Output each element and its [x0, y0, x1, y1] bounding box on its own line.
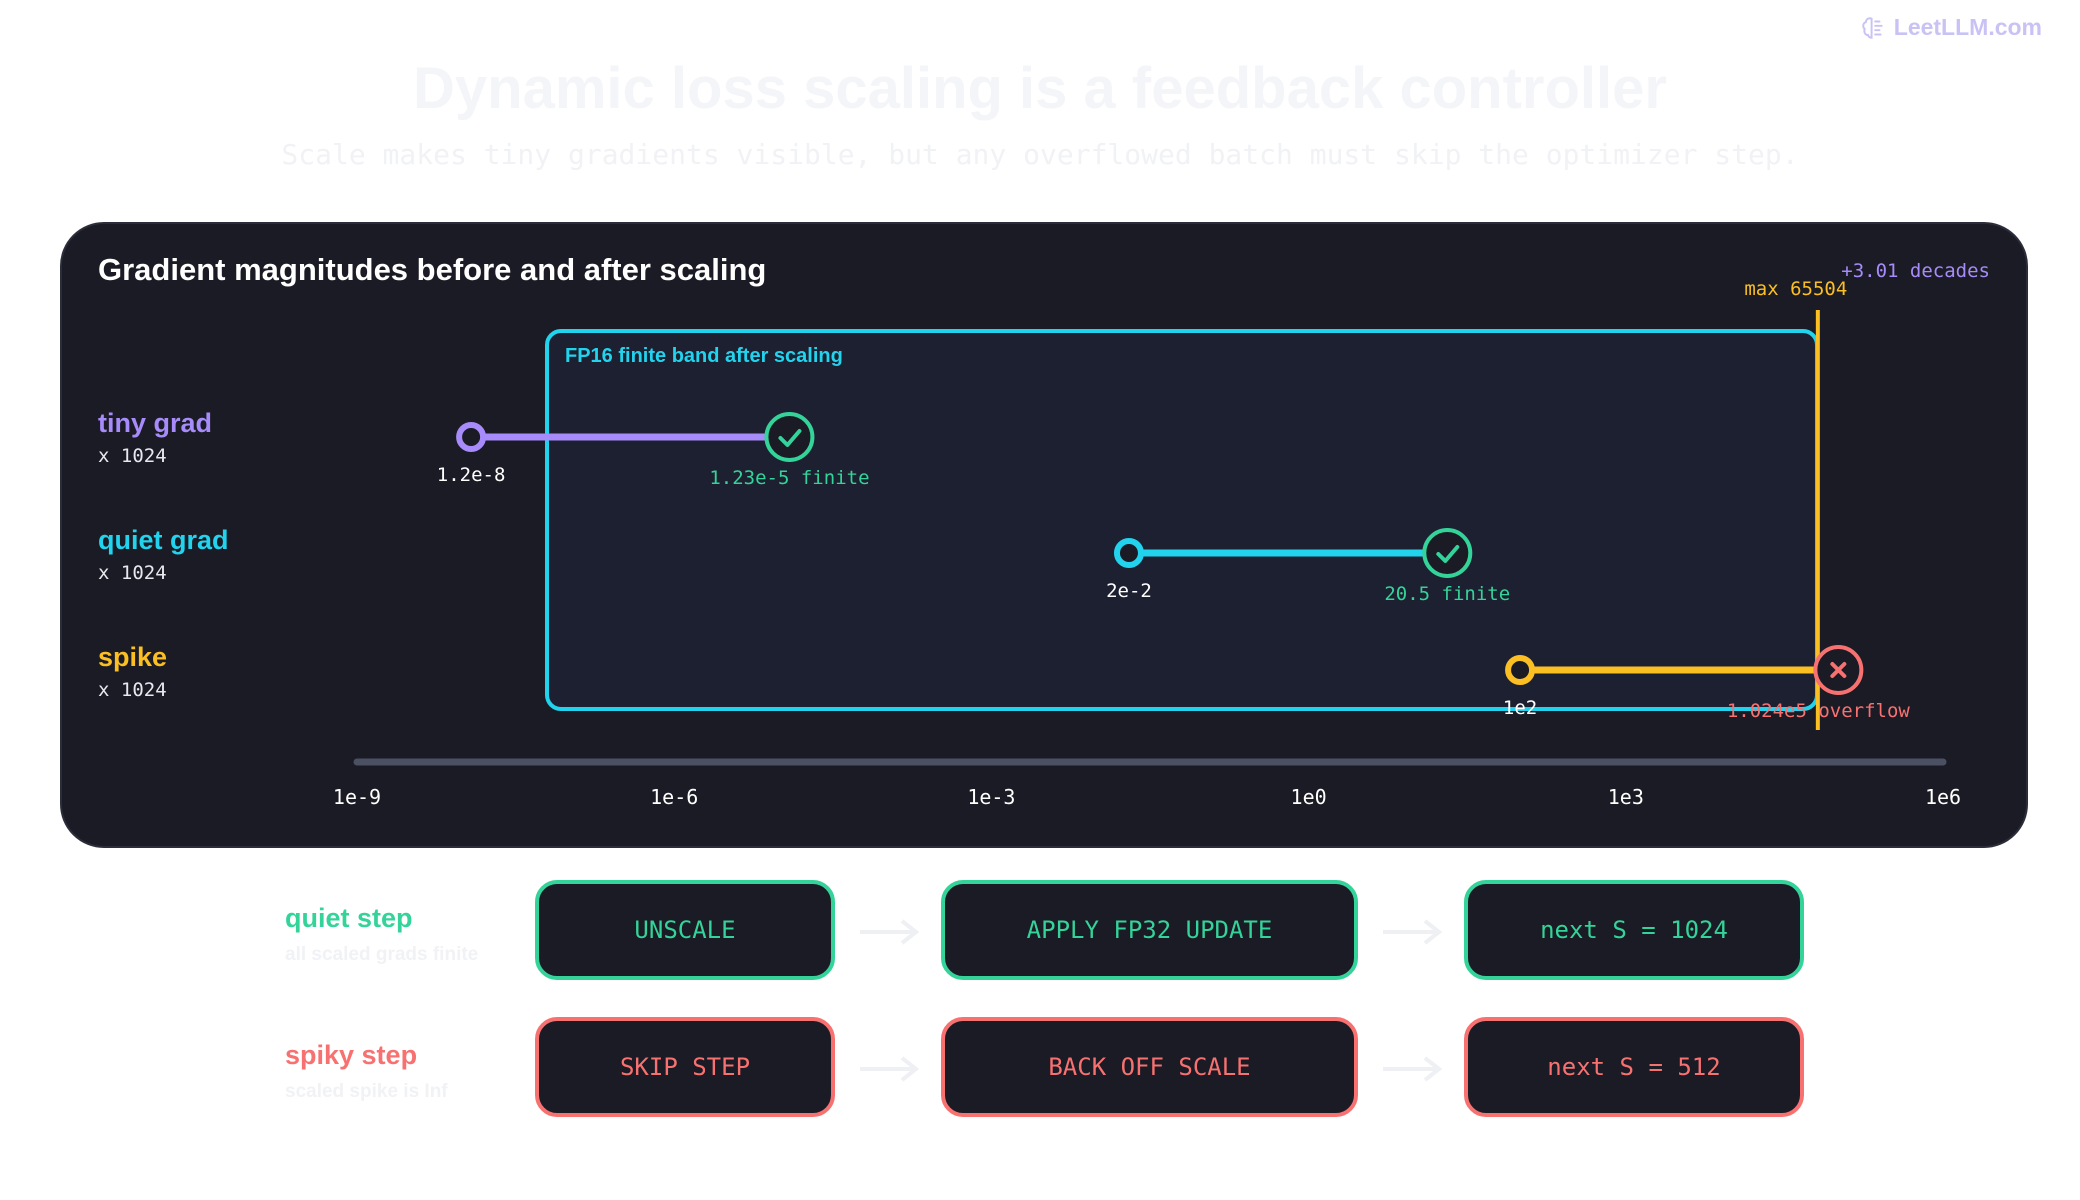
x-mark-icon: [1830, 662, 1847, 678]
brand-name: LeetLLM.com: [1893, 14, 2042, 40]
row-multiplier: x 1024: [98, 679, 167, 701]
row-multiplier: x 1024: [98, 562, 167, 584]
start-value-label: 1e2: [1503, 697, 1537, 719]
next-scale-box: next S = 512: [1464, 1017, 1804, 1117]
x-tick-label: 1e-3: [967, 785, 1015, 809]
start-point: [1113, 538, 1144, 568]
x-tick-label: 1e6: [1925, 785, 1961, 809]
row-multiplier: x 1024: [98, 445, 167, 467]
page-title: Dynamic loss scaling is a feedback contr…: [413, 56, 1667, 121]
row-label-tiny: tiny grad x 1024: [98, 408, 212, 467]
finite-band-label: FP16 finite band after scaling: [565, 345, 843, 367]
row-label-spike: spike x 1024: [98, 642, 167, 701]
row-label-quiet: quiet grad x 1024: [98, 525, 229, 584]
page-subtitle: Scale makes tiny gradients visible, but …: [281, 138, 1799, 171]
end-value-label: 1.024e5 overflow: [1727, 700, 1911, 722]
fp16-max-label: max 65504: [1744, 278, 1847, 300]
x-tick-label: 1e0: [1291, 785, 1327, 809]
start-value-label: 2e-2: [1106, 580, 1152, 602]
row-name: tiny grad: [98, 408, 213, 438]
end-value-label: 20.5 finite: [1384, 583, 1510, 605]
apply-update-box: APPLY FP32 UPDATE: [941, 880, 1358, 980]
decades-label: +3.01 decades: [1841, 260, 1990, 282]
x-tick-label: 1e3: [1608, 785, 1644, 809]
end-value-label: 1.23e-5 finite: [709, 467, 869, 489]
x-tick-label: 1e-6: [650, 785, 698, 809]
row-name: quiet grad: [98, 525, 229, 555]
back-off-box: BACK OFF SCALE: [941, 1017, 1358, 1117]
next-scale-box: next S = 1024: [1464, 880, 1804, 980]
check-mark-icon: [1436, 545, 1460, 563]
start-point: [1505, 655, 1536, 685]
skip-step-box: SKIP STEP: [535, 1017, 835, 1117]
brain-icon: [1862, 16, 1883, 39]
quiet-step-sub: all scaled grads finite: [285, 944, 479, 965]
finite-band: [545, 329, 1819, 711]
arrow-right-icon: [860, 919, 920, 945]
finite-check-icon: [764, 412, 815, 462]
arrow-right-icon: [1383, 1056, 1443, 1082]
spiky-step-label: spiky step: [285, 1040, 418, 1070]
check-mark-icon: [778, 429, 802, 447]
start-value-label: 1.2e-8: [437, 464, 506, 486]
finite-check-icon: [1422, 528, 1473, 578]
x-tick-label: 1e-9: [333, 785, 381, 809]
arrow-right-icon: [860, 1056, 920, 1082]
spiky-step-sub: scaled spike is Inf: [285, 1081, 448, 1102]
panel-title: Gradient magnitudes before and after sca…: [98, 252, 767, 287]
row-name: spike: [98, 642, 168, 672]
brand-logo[interactable]: LeetLLM.com: [1860, 14, 2042, 41]
quiet-step-label: quiet step: [285, 903, 413, 933]
start-point: [456, 422, 487, 452]
unscale-box: UNSCALE: [535, 880, 835, 980]
arrow-right-icon: [1383, 919, 1443, 945]
